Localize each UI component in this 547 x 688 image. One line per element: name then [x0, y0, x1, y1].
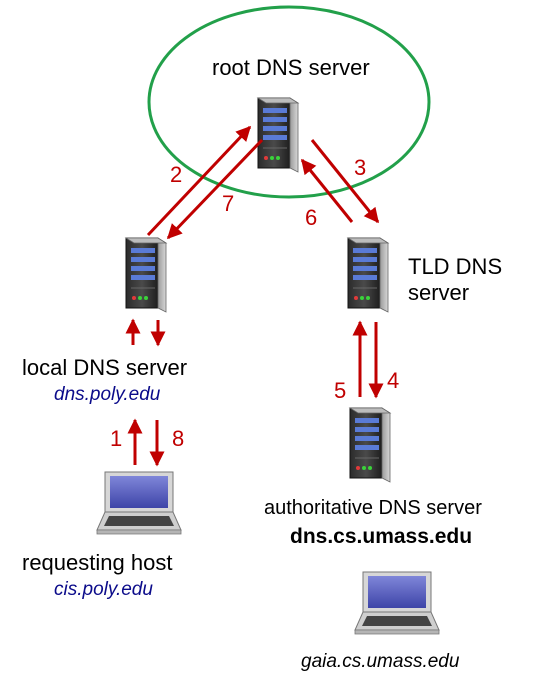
root-server-label: root DNS server: [212, 55, 370, 80]
step-number-6: 6: [305, 205, 318, 230]
step-number-5: 5: [334, 378, 347, 403]
step-number-7: 7: [222, 191, 235, 216]
requesting-host-address: cis.poly.edu: [54, 579, 153, 600]
tld-server-label-line1: TLD DNS: [408, 254, 503, 279]
root-server-icon: [257, 97, 299, 173]
requesting-host-label: requesting host: [22, 550, 173, 575]
authoritative-server-host: dns.cs.umass.edu: [290, 525, 473, 548]
tld-server-icon: [347, 237, 389, 313]
requesting-host-laptop-icon: [96, 471, 182, 535]
local-server-label: local DNS server: [22, 355, 188, 380]
arrow-3: [310, 139, 380, 224]
arrow-2: [146, 125, 252, 237]
arrow-6: [300, 158, 354, 223]
tld-server-label-line2: server: [408, 280, 470, 305]
destination-host-address: gaia.cs.umass.edu: [301, 651, 460, 672]
step-number-1: 1: [110, 426, 123, 451]
arrow-7: [166, 138, 264, 240]
destination-host-laptop-icon: [354, 571, 440, 635]
local-server-host: dns.poly.edu: [54, 384, 161, 405]
step-number-2: 2: [170, 162, 183, 187]
step-number-4: 4: [387, 368, 400, 393]
step-number-3: 3: [354, 155, 367, 180]
authoritative-server-label: authoritative DNS server: [264, 497, 482, 519]
root-ellipse: [147, 5, 431, 199]
authoritative-server-icon: [349, 407, 391, 483]
step-number-8: 8: [172, 426, 185, 451]
local-server-icon: [125, 237, 167, 313]
